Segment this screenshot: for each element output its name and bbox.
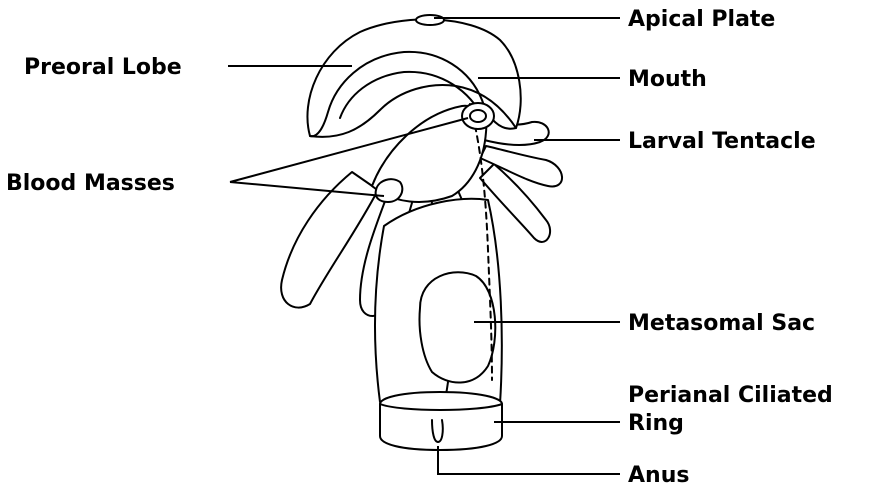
apical-plate [416,15,444,25]
label-preoral-lobe: Preoral Lobe [24,55,182,80]
label-apical-plate: Apical Plate [628,7,775,32]
blood-mass-upper [462,103,494,129]
label-metasomal-sac: Metasomal Sac [628,311,815,336]
label-larval-tentacle: Larval Tentacle [628,129,816,154]
label-perianal-ring-line2: Ring [628,411,684,436]
label-perianal-ring-line1: Perianal Ciliated [628,383,833,408]
label-anus: Anus [628,463,689,488]
leader-anus [438,446,620,474]
label-blood-masses: Blood Masses [6,171,175,196]
metasomal-sac [420,272,496,382]
label-mouth: Mouth [628,67,707,92]
blood-mass-lower [376,179,403,202]
larva-illustration [281,15,562,450]
